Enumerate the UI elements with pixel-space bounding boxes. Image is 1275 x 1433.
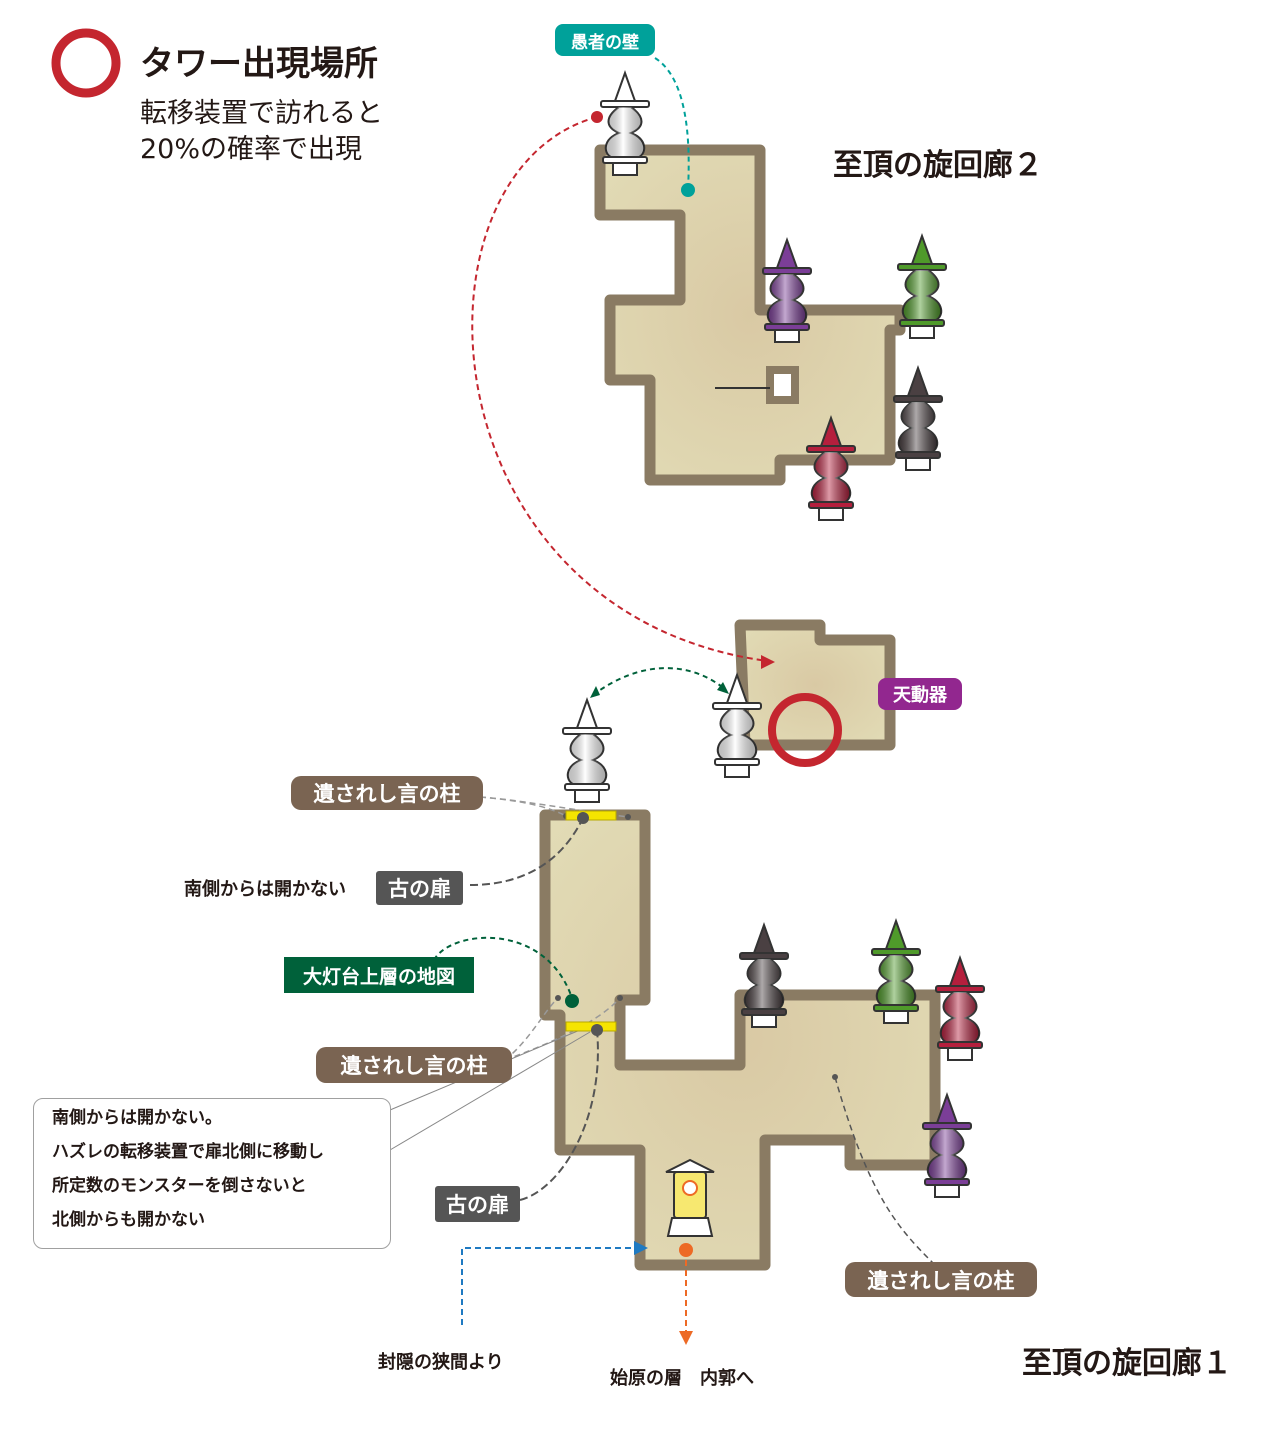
tendouki-label: 天動器	[878, 678, 962, 710]
legend-description: 転移装置で訪れると 20%の確率で出現	[140, 98, 383, 165]
fools-wall-label: 愚者の壁	[555, 24, 655, 56]
pawn-green-upper	[897, 235, 947, 339]
note-box: 南側からは開かない。 ハズレの転移装置で扉北側に移動し 所定数のモンスターを倒さ…	[33, 1098, 391, 1249]
pawn-purple-upper	[762, 239, 812, 343]
blue-route	[461, 1247, 640, 1325]
door-upper-dot	[577, 812, 589, 824]
exit-dot	[679, 1243, 693, 1257]
lower-area-title: 至頂の旋回廊１	[1022, 1346, 1232, 1381]
note-line: 南側からは開かない。	[52, 1108, 222, 1128]
pillar-label-mid: 遺されし言の柱	[316, 1047, 512, 1083]
door-upper-label: 古の扉	[376, 871, 463, 905]
door-upper-note: 南側からは開かない	[184, 879, 346, 900]
note-line: 北側からも開かない	[52, 1210, 205, 1230]
teleporter-pawn-white-lower	[562, 699, 612, 803]
pillar-label-right: 遺されし言の柱	[845, 1262, 1037, 1297]
fools-wall-dot	[681, 183, 695, 197]
from-hazama-label: 封隠の狭間より	[378, 1352, 504, 1373]
pawn-gray-upper	[893, 367, 943, 471]
pawn-green-lower	[871, 920, 921, 1024]
pillar-dot-right	[832, 1074, 838, 1080]
upper-area-title: 至頂の旋回廊２	[833, 148, 1043, 183]
tower-marker	[768, 693, 842, 767]
door-lower	[565, 1021, 617, 1032]
door-upper	[565, 810, 617, 821]
teleporter-pawn-white-top	[600, 72, 650, 176]
corridor-floor	[539, 809, 941, 1271]
pillar-label-top: 遺されし言の柱	[291, 776, 483, 810]
room-north-floor	[734, 619, 896, 751]
door-lower-label: 古の扉	[435, 1186, 520, 1222]
pillar-dot-2	[625, 814, 631, 820]
legend-tower-icon	[51, 28, 121, 98]
teleport-origin-dot	[591, 111, 603, 123]
note-line: 所定数のモンスターを倒さないと	[52, 1176, 307, 1196]
door-lower-dot	[591, 1024, 603, 1036]
pillar-dot-3	[555, 995, 561, 1001]
pawn-gray-lower	[739, 924, 789, 1028]
green-route	[592, 667, 727, 696]
map-item-dot	[565, 994, 579, 1008]
pawn-red-lower	[935, 957, 985, 1061]
upper-floor	[594, 144, 906, 486]
lantern-exit-icon	[665, 1158, 715, 1237]
note-line: ハズレの転移装置で扉北側に移動し	[52, 1142, 324, 1162]
upper-area-map	[594, 144, 906, 486]
map-item-label: 大灯台上層の地図	[284, 957, 474, 993]
pillar-dot-4	[617, 995, 623, 1001]
to-inner-label: 始原の層 内郭へ	[610, 1368, 754, 1389]
legend-title: タワー出現場所	[140, 44, 378, 84]
